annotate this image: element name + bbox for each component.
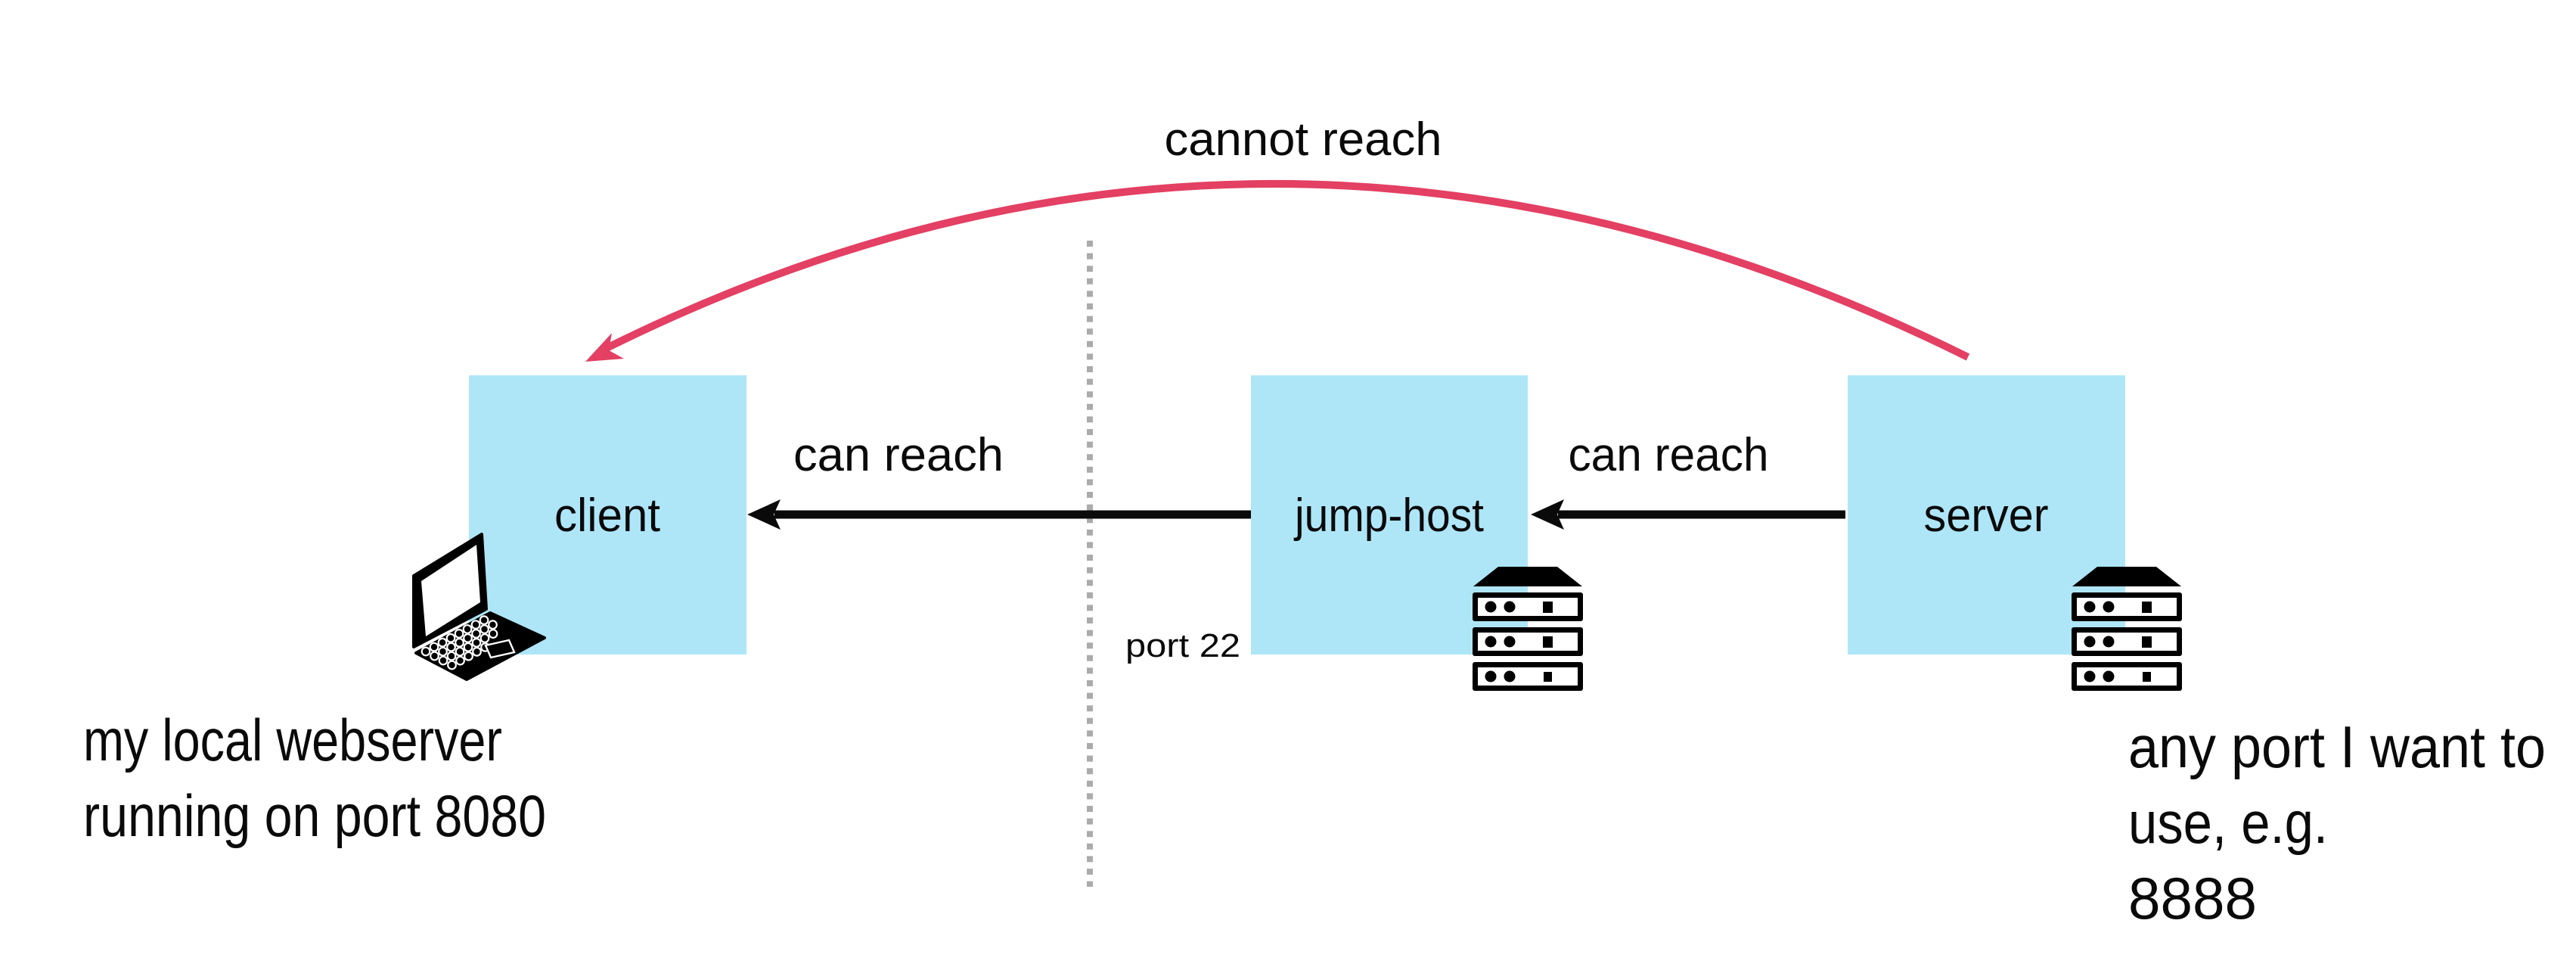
server-to-jump-arrow-label: can reach	[1569, 429, 1769, 481]
server-to-jump-arrow: can reach	[1531, 429, 1845, 530]
server-to-jump-arrowhead-icon	[1531, 499, 1564, 530]
port-22-label: port 22	[1125, 627, 1240, 664]
client-note-line1: my local webserver	[83, 707, 502, 773]
client-node-box	[469, 375, 746, 655]
server-note: any port I want to use, e.g. 8888	[2128, 714, 2546, 931]
server-note-line2: use, e.g.	[2128, 789, 2328, 856]
cannot-reach-curve	[604, 179, 1970, 361]
cannot-reach-label: cannot reach	[1165, 113, 1442, 166]
jump-to-client-arrow-label: can reach	[793, 429, 1004, 481]
server-node-label: server	[1924, 490, 2049, 542]
client-node-label: client	[554, 490, 660, 542]
jump-to-client-arrowhead-icon	[747, 499, 781, 530]
client-note: my local webserver running on port 8080	[83, 707, 546, 849]
server-note-line1: any port I want to	[2128, 714, 2546, 780]
cannot-reach-arrow: cannot reach	[585, 113, 1970, 362]
server-rack-icon	[2072, 567, 2182, 691]
jump-to-client-arrow: can reach	[747, 429, 1251, 530]
jump-host-node-label: jump-host	[1293, 490, 1484, 542]
client-note-line2: running on port 8080	[83, 782, 546, 849]
cannot-reach-arrowhead-icon	[585, 333, 624, 362]
laptop-icon	[412, 533, 546, 681]
server-rack-icon	[1473, 567, 1583, 691]
server-note-line3: 8888	[2128, 865, 2257, 931]
